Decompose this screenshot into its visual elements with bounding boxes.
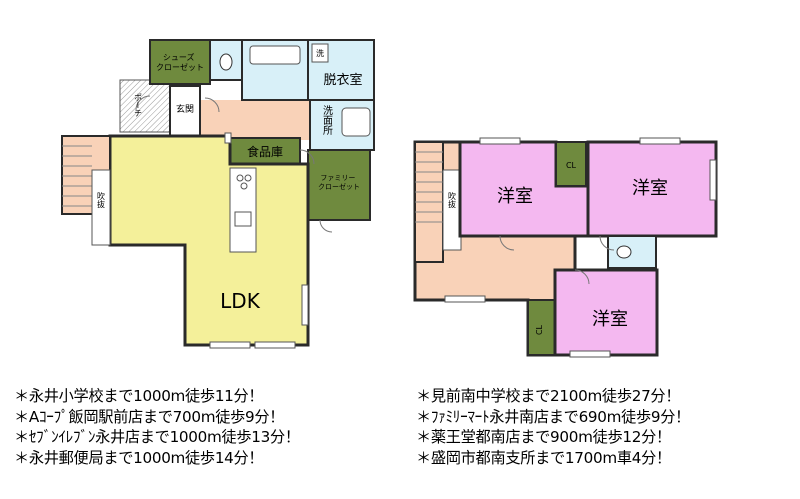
entrance-area	[169, 85, 201, 137]
label-entrance: 玄関	[176, 103, 194, 115]
kitchen-counter	[229, 167, 257, 253]
label-cl-1: CL	[566, 161, 577, 170]
label-wash: 洗	[316, 48, 324, 58]
washer-icon	[311, 43, 329, 63]
label-western-room-2: 洋室	[632, 178, 668, 199]
closet-cl-2	[527, 299, 556, 356]
western-room-3	[553, 268, 659, 357]
label-washroom: 洗面所	[321, 105, 333, 136]
note-line: ＊見前南中学校まで2100m徒歩27分！	[416, 387, 681, 405]
note-line: ＊薬王堂都南店まで900m徒歩12分！	[416, 428, 671, 446]
floor-2-plan	[413, 137, 718, 358]
label-ldk: LDK	[220, 289, 261, 313]
floor-1-plan	[61, 39, 375, 349]
note-line: ＊ｾﾌﾞﾝｲﾚﾌﾞﾝ永井店まで1000m徒歩13分！	[14, 428, 300, 446]
note-line: ＊盛岡市都南支所まで1700m車4分！	[416, 448, 671, 467]
closet-cl-1	[555, 141, 587, 187]
notes-right: ＊見前南中学校まで2100m徒歩27分！ ＊ﾌｧﾐﾘｰﾏｰﾄ永井南店まで690m…	[416, 386, 800, 468]
stair-steps-floor2	[415, 151, 443, 223]
note-line: ＊永井郵便局まで1000m徒歩14分！	[14, 448, 264, 467]
note-line: ＊Aｺｰﾌﾟ飯岡駅前店まで700m徒歩9分！	[14, 407, 285, 426]
toilet-bowl-icon	[616, 245, 632, 259]
western-room-2	[586, 140, 718, 238]
note-line: ＊ﾌｧﾐﾘｰﾏｰﾄ永井南店まで690m徒歩9分！	[416, 407, 691, 426]
family-closet	[307, 149, 371, 221]
corridor-floor1	[200, 100, 310, 140]
notes-left: ＊永井小学校まで1000m徒歩11分！ ＊Aｺｰﾌﾟ飯岡駅前店まで700m徒歩9…	[14, 386, 404, 468]
label-shoes-closet: シューズ クローゼット	[156, 52, 204, 72]
porch-area	[119, 79, 171, 133]
stove-icon	[240, 182, 248, 190]
stair-steps	[62, 145, 92, 207]
kitchen-sink-icon	[234, 211, 252, 227]
toilet-floor2	[607, 235, 657, 269]
toilet-bowl-icon	[219, 53, 233, 71]
label-family-closet: ファミリー クローゼット	[318, 174, 360, 191]
ldk-room	[108, 134, 310, 347]
floor-plan-drawing: シューズ クローゼット ポーチ 玄関 洗 脱衣室 洗面所 食品庫 ファミリー ク…	[61, 39, 718, 358]
windows-floor2	[444, 137, 717, 358]
label-pantry: 食品庫	[247, 144, 283, 159]
windows-floor1	[209, 132, 309, 349]
label-cl-2: CL	[535, 324, 544, 335]
stove-icon	[244, 174, 252, 182]
note-line: ＊永井小学校まで1000m徒歩11分！	[14, 387, 264, 405]
label-void-floor1: 吹抜	[97, 191, 106, 209]
door-swings-floor2	[499, 235, 615, 285]
label-western-room-1: 洋室	[497, 186, 533, 207]
void-floor2	[442, 169, 462, 251]
label-void-floor2: 吹抜	[448, 191, 457, 209]
stove-icon	[236, 174, 244, 182]
label-porch: ポーチ	[134, 93, 143, 117]
door-swings-floor1	[135, 95, 333, 233]
bathtub-icon	[249, 45, 301, 65]
label-western-room-3: 洋室	[592, 309, 628, 330]
void-floor1	[91, 169, 111, 246]
shoes-closet	[149, 39, 211, 85]
sink-icon	[341, 107, 371, 137]
label-dressing-room: 脱衣室	[323, 72, 362, 88]
